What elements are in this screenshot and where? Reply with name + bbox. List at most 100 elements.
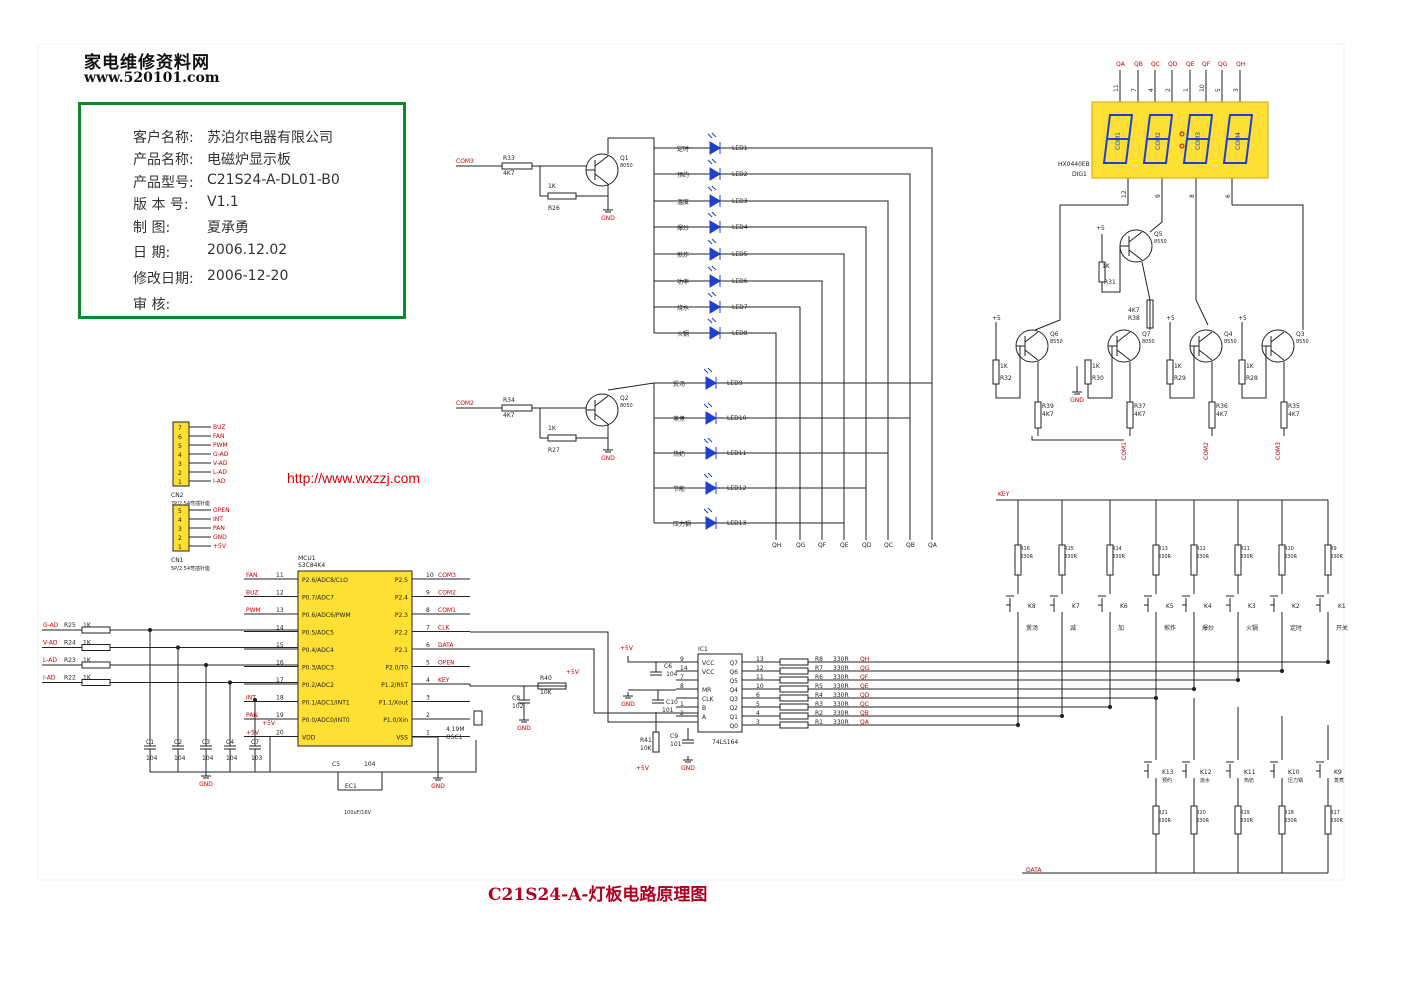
junction xyxy=(203,662,209,668)
ic-pin-name: Q0 xyxy=(729,723,738,730)
resistor-r6 xyxy=(779,676,809,684)
ic-pin-num: 7 xyxy=(680,674,684,681)
display-pin-num: 5 xyxy=(1215,88,1222,92)
resistor-r16 xyxy=(1014,544,1022,576)
wire xyxy=(720,332,777,540)
key-name: 蒸煮 xyxy=(1334,777,1344,784)
junction xyxy=(227,680,233,685)
ic-pin-num: 2 xyxy=(680,710,684,717)
transistor-collector xyxy=(1270,331,1285,343)
key-ref: K4 xyxy=(1204,603,1212,610)
ground-label: GND xyxy=(517,725,531,732)
led-emission xyxy=(707,291,717,298)
resistor-r31 xyxy=(1098,261,1106,283)
resistor-r17 xyxy=(1324,805,1332,835)
key-name: 火锅 xyxy=(1246,624,1258,632)
ic-pin-name: MR xyxy=(702,687,711,694)
net-label: L-AD xyxy=(43,657,57,664)
bus-label: QE xyxy=(840,542,849,549)
schematic-label: R33 xyxy=(503,155,515,162)
info-row-drawn: 制 图:夏承勇 xyxy=(133,217,249,237)
display-pin-num: 6 xyxy=(1225,194,1232,198)
schematic-label: R8 xyxy=(815,656,823,663)
bus-label: QB xyxy=(906,542,915,549)
mcu-pin-name: P0.4/ADC4 xyxy=(302,647,334,654)
info-value: 苏泊尔电器有限公司 xyxy=(207,130,333,146)
ic-pin-num: 6 xyxy=(756,692,760,699)
schematic-label: 330R xyxy=(1064,554,1078,560)
schematic-label: 330R xyxy=(833,710,849,717)
key-switch xyxy=(1050,595,1058,612)
schematic-label: R31 xyxy=(1104,279,1116,286)
transistor-type: 8050 xyxy=(620,163,633,169)
mcu-pin-num: 3 xyxy=(426,695,430,702)
schematic-label: 10K xyxy=(640,745,653,752)
resistor-r38 xyxy=(1146,299,1154,329)
ic-ref: IC1 xyxy=(698,646,708,653)
resistor-r15 xyxy=(1058,544,1066,576)
led-name: 温度 xyxy=(677,198,689,206)
mcu-pin-num: 4 xyxy=(426,677,430,684)
led-emission xyxy=(707,185,717,192)
led-ref: LED4 xyxy=(732,224,748,231)
schematic-label: 330R xyxy=(833,674,849,681)
website-link[interactable]: http://www.wxzzj.com xyxy=(287,470,421,486)
site-logo-url: www.520101.com xyxy=(84,70,220,86)
info-row-review: 审 核: xyxy=(133,294,170,314)
connector-pin-net: I-AD xyxy=(213,478,226,485)
schematic-label: 330R xyxy=(1240,554,1254,560)
info-label: 审 核: xyxy=(133,297,171,313)
led-symbol xyxy=(709,326,721,340)
key-ref: K8 xyxy=(1028,603,1036,610)
led-symbol xyxy=(705,446,717,460)
transistor-label: Q4 xyxy=(1224,331,1233,338)
schematic-label: 1K xyxy=(1092,363,1101,370)
net-label: PAN xyxy=(246,712,258,719)
ic-pin-name: Q6 xyxy=(729,669,738,676)
schematic-label: 1K xyxy=(83,622,92,629)
mcu-pin-name: P1.2/RST xyxy=(381,682,408,689)
schematic-label: 330R xyxy=(833,692,849,699)
schematic-label: R28 xyxy=(1246,375,1258,382)
junction xyxy=(1235,677,1241,683)
key-ref: K5 xyxy=(1166,603,1174,610)
mcu-pin-name: P0.3/ADC3 xyxy=(302,665,334,672)
net-label: QB xyxy=(860,710,869,717)
net-label: COM3 xyxy=(1275,442,1282,460)
mcu-pin-name: P2.3 xyxy=(395,612,408,619)
display-pin-net: QF xyxy=(1202,61,1211,68)
connector-pin-num: 6 xyxy=(178,434,182,441)
junction xyxy=(252,697,258,703)
key-ref: K9 xyxy=(1334,769,1342,776)
key-name: 开关 xyxy=(1336,624,1348,632)
mcu-pin-name: P0.6/ADC6/PWM xyxy=(302,612,351,619)
display-pin-num: 2 xyxy=(1165,88,1172,92)
led-symbol xyxy=(705,376,717,390)
info-value: 2006.12.02 xyxy=(207,242,288,258)
schematic-label: 330R xyxy=(1196,554,1210,560)
resistor-r7 xyxy=(779,667,809,675)
resistor-r11 xyxy=(1234,544,1242,576)
led-ref: LED7 xyxy=(732,304,748,311)
led-emission xyxy=(707,211,717,218)
schematic-label: R36 xyxy=(1216,403,1228,410)
schematic-label: 330R xyxy=(1284,554,1298,560)
resistor-r32 xyxy=(992,359,1000,385)
led-ref: LED2 xyxy=(732,171,748,178)
schematic-label: C8 xyxy=(512,695,520,702)
key-ref: K13 xyxy=(1162,769,1174,776)
drawing-area xyxy=(37,43,1345,881)
schematic-label: R9 xyxy=(1330,546,1337,552)
schematic-label: 104 xyxy=(226,755,238,762)
display-pin-num: 11 xyxy=(1113,84,1120,92)
key-switch xyxy=(1182,761,1190,778)
digit-com-label: COM1 xyxy=(1115,132,1122,150)
display-pin-net: QH xyxy=(1236,61,1245,68)
schematic-label: 104 xyxy=(364,761,376,768)
display-pin-num: 10 xyxy=(1199,84,1206,92)
display-pin-num: 3 xyxy=(1233,88,1240,92)
net-label: INT xyxy=(246,695,256,702)
resistor-r18 xyxy=(1278,805,1286,835)
wire xyxy=(720,226,867,540)
net-label: BUZ xyxy=(246,590,259,597)
